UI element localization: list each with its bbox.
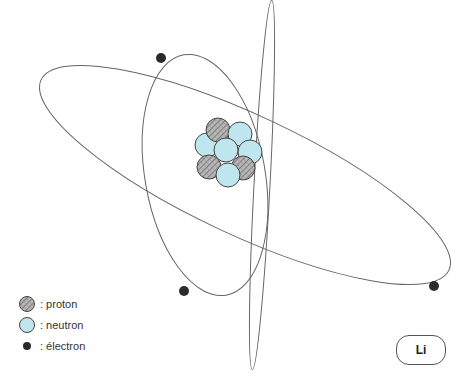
- legend-swatch: [20, 318, 35, 333]
- electron: [179, 286, 189, 296]
- electron: [156, 53, 166, 63]
- legend-label: : proton: [40, 298, 77, 310]
- legend-sample: [18, 337, 36, 355]
- orbit: [125, 44, 286, 305]
- electrons: [156, 53, 439, 296]
- electron: [429, 281, 439, 291]
- legend-swatch: [20, 297, 35, 312]
- orbit: [244, 0, 279, 370]
- legend-swatch: [23, 342, 31, 350]
- legend-label: : électron: [40, 340, 85, 352]
- legend-entry: : proton: [18, 295, 77, 313]
- legend-entry: : électron: [18, 337, 85, 355]
- element-symbol-box: Li: [396, 335, 446, 365]
- element-symbol: Li: [416, 343, 427, 357]
- legend-label: : neutron: [40, 319, 83, 331]
- orbits: [16, 0, 461, 370]
- legend-entry: : neutron: [18, 316, 83, 334]
- nucleus: [195, 118, 262, 187]
- legend-sample: [18, 316, 36, 334]
- neutron: [216, 163, 240, 187]
- orbit: [16, 26, 461, 325]
- legend-sample: [18, 295, 36, 313]
